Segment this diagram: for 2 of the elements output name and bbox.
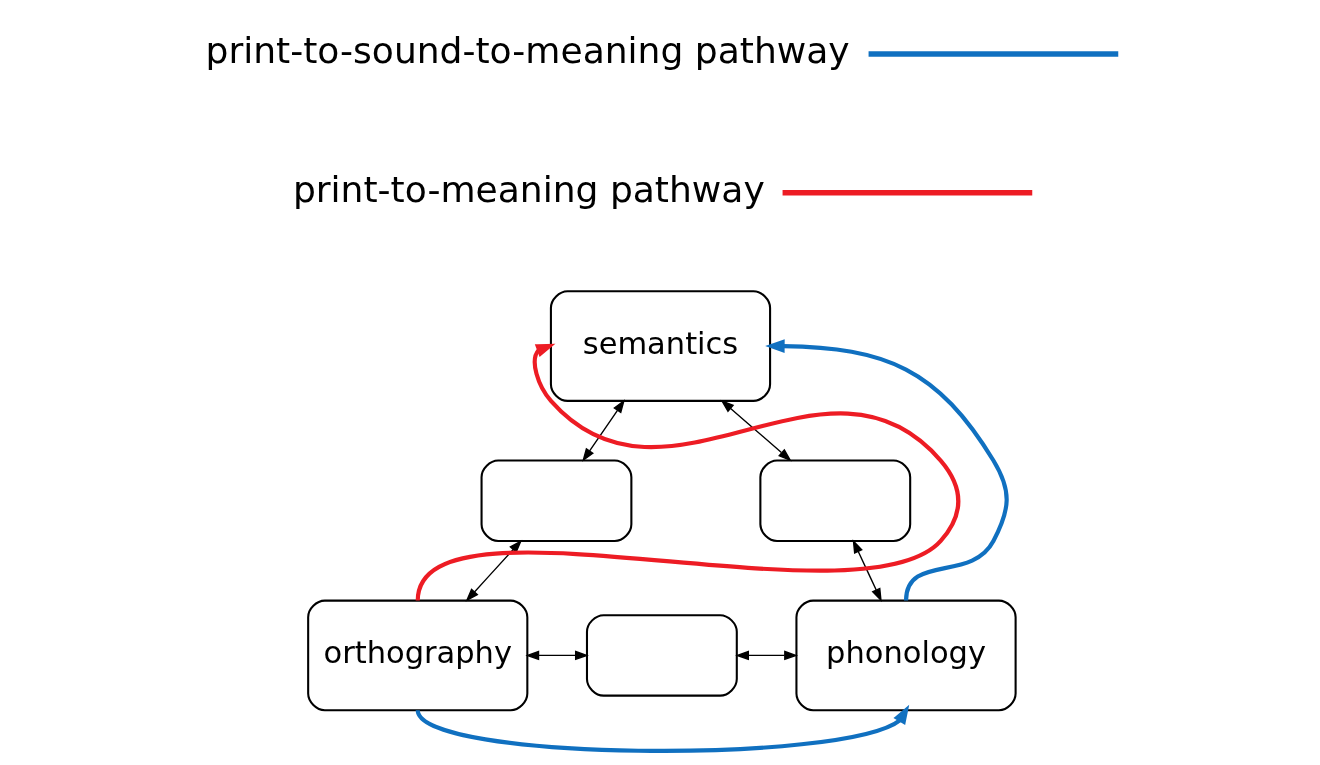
legend-label: print-to-sound-to-meaning pathway [205, 29, 850, 72]
legend-label: print-to-meaning pathway [292, 168, 765, 211]
